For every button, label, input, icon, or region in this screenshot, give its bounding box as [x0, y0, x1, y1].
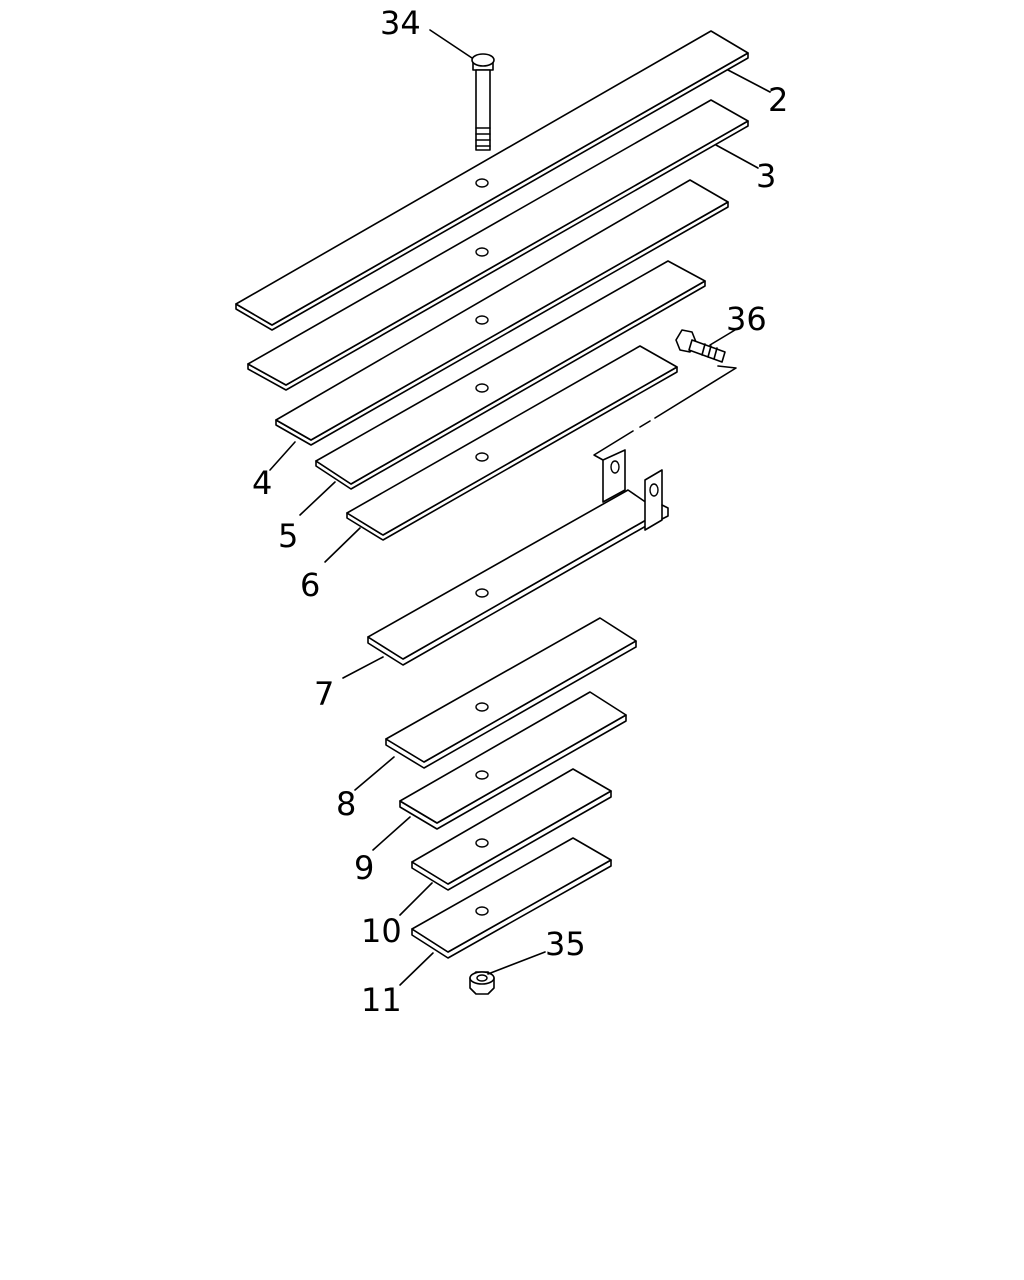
callout-2: 2 [768, 81, 788, 119]
center-bolt-34 [471, 53, 495, 151]
callout-9: 9 [354, 849, 374, 887]
leaf-10 [411, 768, 612, 891]
leaf-4 [275, 179, 729, 446]
leaf-5 [315, 260, 706, 490]
leaf-11 [411, 837, 612, 959]
callout-10: 10 [361, 912, 402, 950]
callout-3: 3 [756, 157, 776, 195]
nut-35 [469, 971, 495, 995]
callout-7: 7 [314, 675, 334, 713]
leaf-9 [399, 691, 627, 830]
leaf-7-with-bracket [367, 449, 669, 666]
leader-lines [269, 29, 771, 986]
bolt-36 [593, 329, 737, 461]
callout-4: 4 [252, 464, 272, 502]
leaf-2 [235, 30, 749, 331]
callout-5: 5 [278, 517, 298, 555]
callout-35: 35 [545, 925, 586, 963]
callout-8: 8 [336, 785, 356, 823]
leaf-6 [346, 345, 678, 541]
callout-36: 36 [726, 300, 767, 338]
callout-11: 11 [361, 981, 402, 1019]
callout-34: 34 [380, 4, 421, 42]
leaf-8 [385, 617, 637, 769]
leaf-3 [247, 99, 749, 391]
callout-6: 6 [300, 566, 320, 604]
